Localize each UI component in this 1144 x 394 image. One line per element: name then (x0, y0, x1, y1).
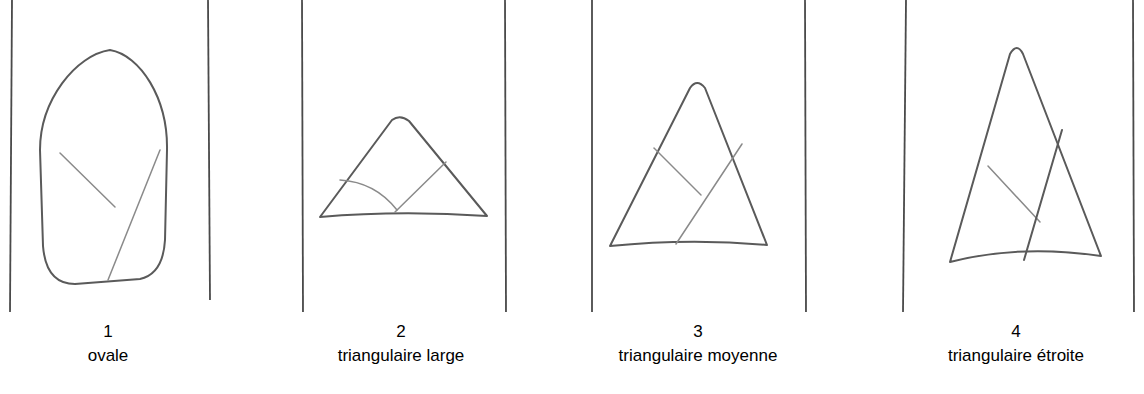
wide-triangle-panel (302, 0, 506, 312)
vein-line (1024, 130, 1062, 260)
narrow-triangle-shape (950, 48, 1101, 262)
border-line (302, 0, 303, 312)
vein-line (676, 144, 742, 244)
medium-triangle-panel (592, 0, 806, 312)
callout-number: 3 (693, 322, 702, 342)
medium-triangle-shape (610, 83, 767, 246)
border-line (591, 0, 593, 312)
oval-shape (40, 50, 167, 284)
callout-number: 2 (396, 322, 405, 342)
border-line (1133, 0, 1134, 312)
shape-name: ovale (88, 346, 129, 366)
shape-name: triangulaire étroite (948, 346, 1084, 366)
border-line (903, 0, 906, 312)
vein-line (654, 148, 701, 195)
border-line (505, 0, 506, 312)
vein-line (395, 162, 446, 212)
callout-number: 4 (1011, 322, 1020, 342)
vein-line (988, 166, 1040, 222)
callout-number: 1 (103, 322, 112, 342)
shape-name: triangulaire large (338, 346, 465, 366)
vein-line (108, 150, 160, 280)
oval-shape-panel (10, 0, 210, 312)
border-line (10, 0, 12, 312)
vein-line (60, 153, 115, 207)
border-line (208, 0, 210, 300)
shape-name: triangulaire moyenne (619, 346, 778, 366)
vein-line (340, 180, 397, 210)
wide-triangle-shape (320, 117, 487, 217)
border-line (805, 0, 806, 312)
narrow-triangle-panel (903, 0, 1134, 312)
